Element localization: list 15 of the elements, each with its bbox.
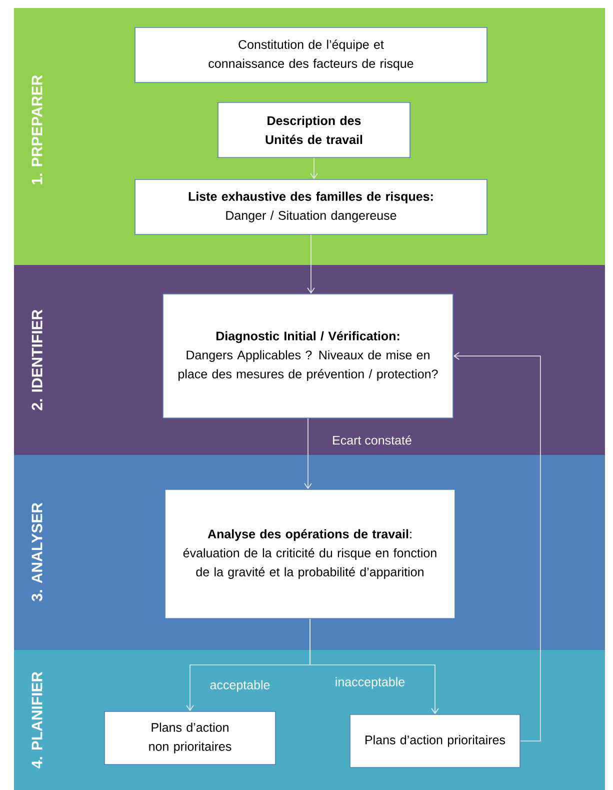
arrow <box>453 352 541 742</box>
edge-label: inacceptable <box>336 677 405 689</box>
process-box: Constitution de l’équipe et connaissance des facteurs de risque <box>134 27 488 83</box>
arrow <box>307 234 315 294</box>
arrow <box>310 158 318 180</box>
process-box: Liste exhaustive des familles de risques: Danger / Situation dangereuse <box>134 179 488 235</box>
process-box: Plans d’action non prioritaires <box>104 711 276 765</box>
edge-label: Ecart constaté <box>333 435 412 445</box>
edge-label: acceptable <box>210 680 270 692</box>
process-box: Diagnostic Initial / Vérification: Dangers Applicables ? Niveaux de mise en place des mesures de prévention / protection? <box>162 294 454 418</box>
arrow <box>310 618 439 714</box>
process-box: Description des Unités de travail <box>218 102 410 158</box>
process-box: Analyse des opérations de travail: évaluation de la criticité du risque en fonction de la gravité et la probabilité d’apparition <box>164 489 456 619</box>
arrow <box>304 418 312 490</box>
process-box: Plans d’action prioritaires <box>350 714 520 768</box>
